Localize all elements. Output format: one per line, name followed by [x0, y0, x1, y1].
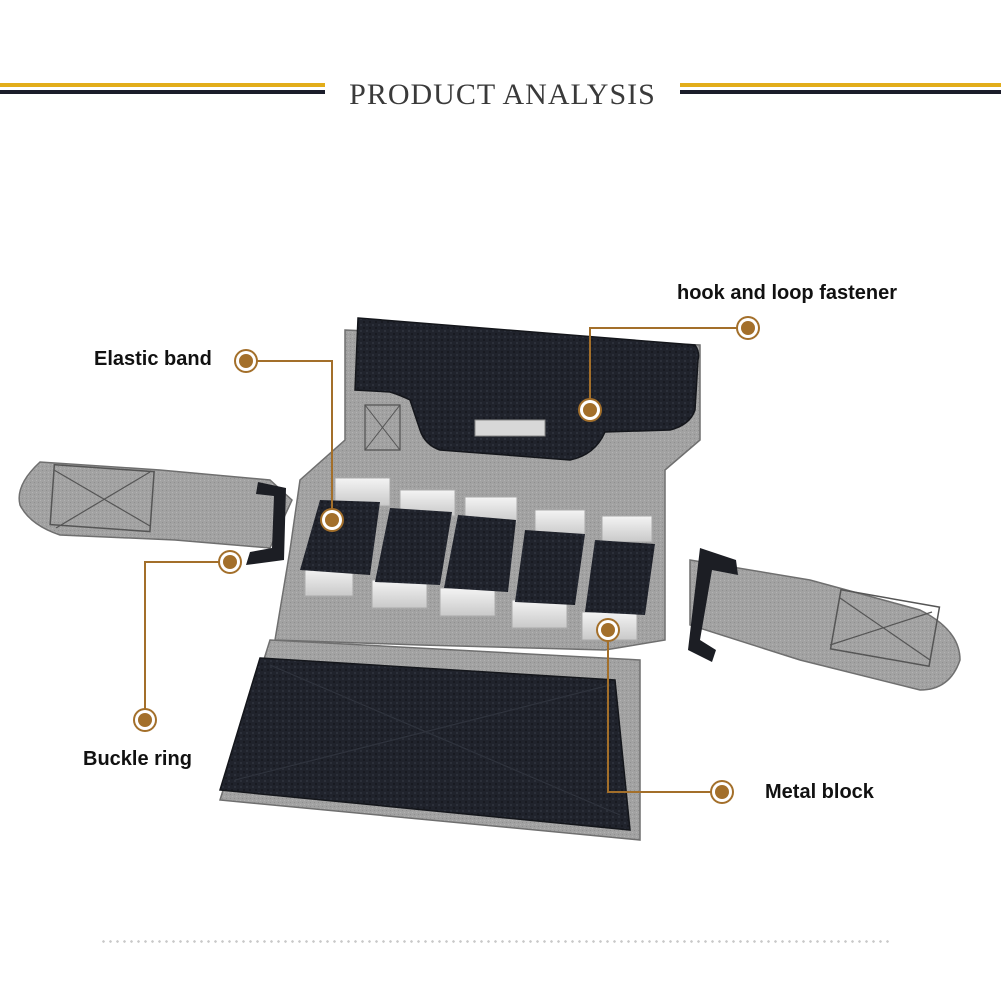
top-velcro-flap [354, 317, 700, 461]
buckle-ring-label: Buckle ring [83, 748, 192, 770]
metal-block-outer-marker [715, 785, 729, 799]
elastic-band-label: Elastic band [94, 348, 212, 370]
hook-loop-inner-marker [583, 403, 597, 417]
header-rule-left [0, 83, 325, 94]
left-strap [18, 461, 293, 549]
hook-and-loop-label: hook and loop fastener [677, 282, 898, 304]
elastic-band-inner-marker [325, 513, 339, 527]
elastic-band-outer-marker [239, 354, 253, 368]
page-title: PRODUCT ANALYSIS [349, 78, 656, 111]
hook-loop-outer-marker [741, 321, 755, 335]
bottom-velcro-flap [219, 657, 631, 831]
leader-lines [144, 327, 748, 793]
metal-block-inner-marker [601, 623, 615, 637]
metal-block-label: Metal block [765, 781, 874, 803]
footer-divider [100, 940, 890, 943]
buckle-ring-inner-marker [223, 555, 237, 569]
buckle-rings [246, 482, 738, 662]
header-rule-right [680, 83, 1001, 94]
right-strap [689, 559, 961, 691]
header: PRODUCT ANALYSIS [0, 70, 1001, 120]
buckle-ring-outer-marker [138, 713, 152, 727]
metal-blocks [300, 477, 655, 641]
